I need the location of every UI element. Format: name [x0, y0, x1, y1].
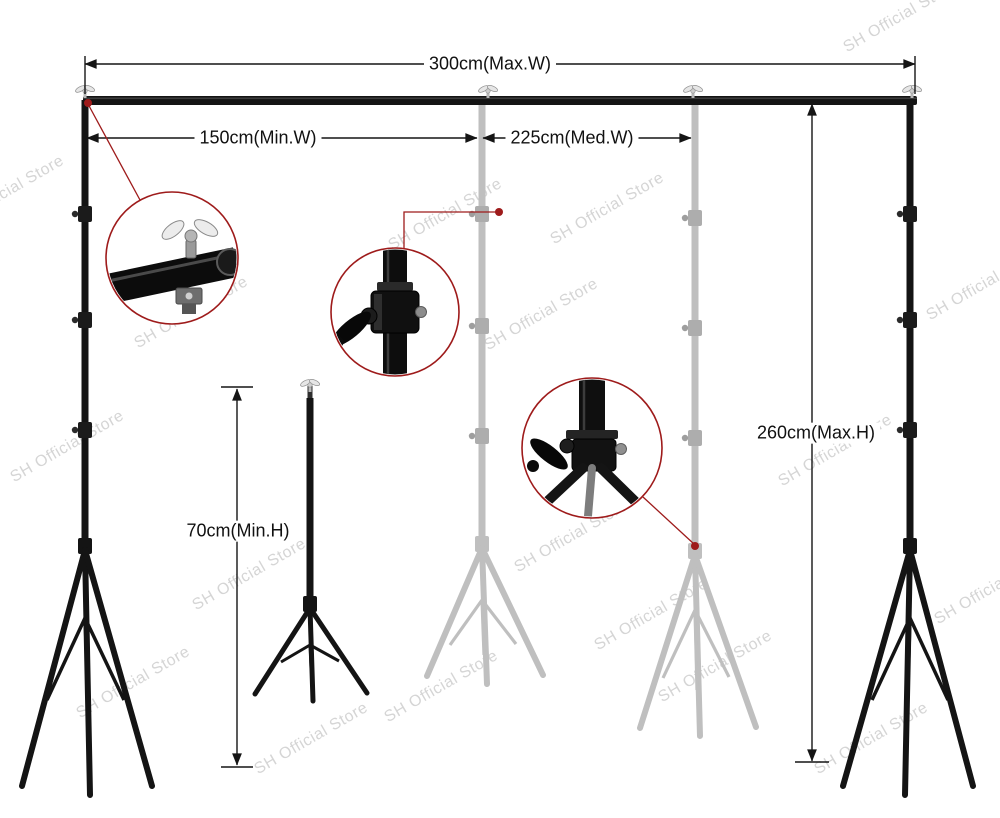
crossbar: [74, 83, 923, 105]
dimension-min-height: [221, 386, 253, 768]
callout-pole-clamp: [330, 247, 460, 377]
gray-stand-tall-legs: [637, 552, 759, 739]
left-stand-braces: [45, 617, 126, 717]
left-stand: [19, 100, 155, 798]
callout-dot-tripod-hub: [691, 542, 699, 550]
hub-lever-icon: [530, 438, 568, 470]
gray-stand-medium: [424, 100, 546, 687]
small-stand-braces: [280, 643, 340, 669]
callout-leaders: [84, 99, 699, 550]
gray-stand-tall-braces: [661, 609, 731, 691]
gray-stand-medium-braces: [448, 599, 518, 656]
gray-stand-medium-legs: [424, 545, 546, 687]
right-stand-braces: [870, 617, 950, 717]
gray-stand-tall: [637, 100, 759, 739]
wing-nut-icon: [185, 239, 197, 259]
dimension-max-width: [84, 56, 916, 94]
callout-tripod-hub: [521, 377, 663, 519]
callout-crossbar-end: [105, 191, 239, 325]
small-stand: [252, 377, 370, 704]
callout-dot-crossbar-end: [84, 99, 92, 107]
callout-dot-pole-clamp: [495, 208, 503, 216]
right-stand: [840, 100, 976, 798]
dimension-max-height: [795, 103, 829, 763]
